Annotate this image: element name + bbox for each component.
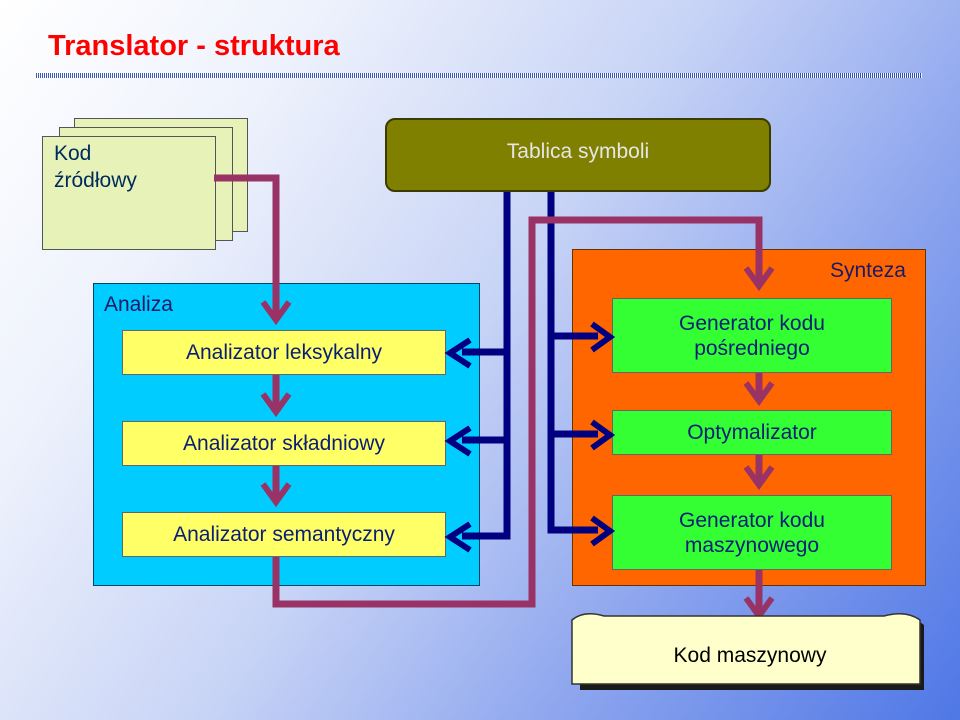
- machine-generator-line1: Generator kodu: [679, 508, 825, 532]
- data-flow-lines: [214, 174, 763, 612]
- analysis-label: Analiza: [104, 293, 173, 316]
- source-label-line1: Kod: [54, 142, 92, 165]
- flow-source-to-lexical: [214, 174, 280, 318]
- optimizer-box: Optymalizator: [612, 410, 892, 455]
- page-title: Translator - struktura: [48, 30, 340, 62]
- symbol-link-machine-gen: [547, 192, 598, 534]
- intermediate-generator-line1: Generator kodu: [679, 311, 825, 335]
- chevron-down-icon: [260, 300, 292, 326]
- machine-code-label: Kod maszynowy: [673, 644, 827, 667]
- chevron-left-icon: [444, 337, 472, 369]
- chevron-down-icon: [260, 392, 292, 418]
- chevron-left-icon: [444, 425, 472, 457]
- symbol-table-links: [462, 192, 598, 540]
- chevron-down-icon: [260, 482, 292, 508]
- symbol-link-arrowheads: [444, 321, 616, 553]
- chevron-down-icon: [743, 381, 775, 407]
- intermediate-generator-line2: pośredniego: [694, 336, 810, 360]
- source-code-label: Kod źródłowy: [54, 140, 194, 194]
- chevron-right-icon: [590, 419, 616, 451]
- chevron-down-icon: [743, 266, 775, 292]
- source-label-line2: źródłowy: [54, 169, 137, 192]
- intermediate-code-generator-box: Generator kodu pośredniego: [612, 298, 892, 373]
- synthesis-label: Synteza: [830, 259, 906, 282]
- symbol-table-box: Tablica symboli: [385, 118, 771, 192]
- chevron-right-icon: [590, 321, 616, 353]
- data-flow-arrowheads: [260, 266, 775, 622]
- symbol-link-semantic: [462, 192, 511, 540]
- source-page-front: [42, 136, 216, 250]
- optimizer-label: Optymalizator: [687, 421, 817, 444]
- machine-generator-line2: maszynowego: [684, 533, 820, 557]
- syntax-analyzer-box: Analizator składniowy: [122, 421, 446, 466]
- machine-code-generator-box: Generator kodu maszynowego: [612, 495, 892, 570]
- semantic-analyzer-box: Analizator semantyczny: [122, 512, 446, 557]
- chevron-left-icon: [444, 521, 472, 553]
- flow-semantic-to-intermediate: [272, 216, 763, 608]
- chevron-down-icon: [743, 465, 775, 491]
- title-underline: [36, 73, 922, 78]
- lexical-analyzer-box: Analizator leksykalny: [122, 330, 446, 375]
- machine-code-shape: [571, 613, 924, 691]
- machine-code-document: Kod maszynowy: [568, 610, 928, 691]
- chevron-right-icon: [590, 515, 616, 547]
